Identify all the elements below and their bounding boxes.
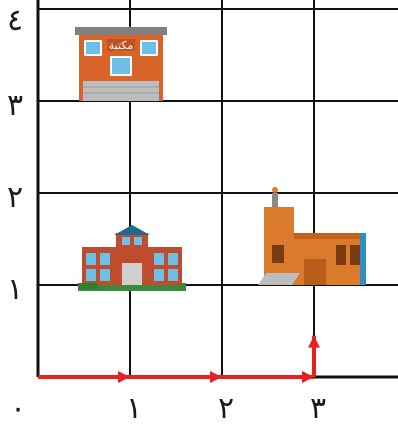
- school-building: [78, 225, 186, 291]
- library-sign: مكتبة: [109, 39, 134, 52]
- mosque-building: [258, 187, 366, 285]
- y-tick-label: ١: [7, 272, 23, 307]
- path-arrows: [38, 336, 320, 383]
- path-arrowhead: [118, 371, 130, 383]
- path-arrowhead: [308, 336, 320, 348]
- x-tick-label: ٢: [218, 391, 234, 426]
- x-tick-label: ٣: [310, 391, 326, 426]
- y-tick-label: ٣: [7, 88, 23, 123]
- path-arrowhead: [210, 371, 222, 383]
- y-tick-label: ٤: [7, 3, 23, 38]
- library-building: مكتبة: [75, 27, 167, 101]
- x-tick-label: ١: [126, 391, 142, 426]
- tick-labels: ٠١٢٣٤١٢٣٤: [7, 3, 398, 426]
- x-tick-label: ٠: [10, 391, 26, 426]
- y-tick-label: ٢: [7, 180, 23, 215]
